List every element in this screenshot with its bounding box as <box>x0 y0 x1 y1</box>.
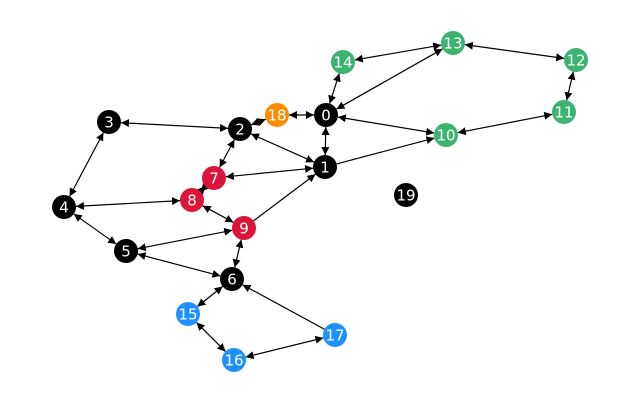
node-6: 6 <box>220 267 244 291</box>
node-label-18: 18 <box>267 107 286 125</box>
node-label-5: 5 <box>121 243 131 261</box>
node-label-0: 0 <box>321 107 331 125</box>
node-19: 19 <box>394 183 418 207</box>
node-16: 16 <box>222 348 246 372</box>
edge-14-13 <box>354 42 442 63</box>
edge-16-17 <box>245 335 324 360</box>
node-label-6: 6 <box>227 271 237 289</box>
edge-0-10 <box>337 114 435 136</box>
node-label-13: 13 <box>443 35 462 53</box>
node-circle-5 <box>114 239 138 263</box>
node-label-10: 10 <box>436 127 455 145</box>
edge-9-5 <box>137 227 233 252</box>
node-label-11: 11 <box>554 104 573 122</box>
node-circle-1 <box>313 155 337 179</box>
node-10: 10 <box>434 123 458 147</box>
node-label-8: 8 <box>187 192 197 210</box>
edge-11-10 <box>457 111 553 136</box>
edge-2-7 <box>219 139 235 168</box>
edge-15-16 <box>196 322 226 352</box>
node-circle-19 <box>394 183 418 207</box>
node-0: 0 <box>314 103 338 127</box>
edge-9-6 <box>232 239 244 268</box>
node-circle-4 <box>52 195 76 219</box>
node-label-1: 1 <box>320 159 330 177</box>
edge-4-5 <box>73 213 117 245</box>
node-circle-6 <box>220 267 244 291</box>
node-circle-8 <box>180 188 204 212</box>
node-circle-10 <box>434 123 458 147</box>
edge-1-7 <box>225 164 314 181</box>
node-1: 1 <box>313 155 337 179</box>
edge-5-6 <box>137 252 221 278</box>
edge-8-9 <box>202 205 234 223</box>
node-18: 18 <box>265 103 289 127</box>
node-label-12: 12 <box>566 52 585 70</box>
edge-12-11 <box>564 71 576 101</box>
node-label-14: 14 <box>333 54 352 72</box>
node-circle-2 <box>228 117 252 141</box>
edge-0-14 <box>328 73 341 104</box>
node-label-4: 4 <box>59 199 69 217</box>
edge-3-2 <box>120 119 229 132</box>
edge-1-10 <box>336 136 435 165</box>
edge-2-1 <box>250 133 315 163</box>
node-label-16: 16 <box>224 352 243 370</box>
edge-18-2 <box>251 118 266 126</box>
node-3: 3 <box>97 110 121 134</box>
node-14: 14 <box>331 50 355 74</box>
edge-0-1 <box>321 126 330 156</box>
edge-6-15 <box>197 286 223 307</box>
node-label-2: 2 <box>235 121 245 139</box>
edge-8-4 <box>75 197 181 210</box>
node-circle-11 <box>552 100 576 124</box>
node-circle-17 <box>323 323 347 347</box>
node-circle-12 <box>564 48 588 72</box>
node-13: 13 <box>441 31 465 55</box>
edges-layer <box>69 41 576 360</box>
node-7: 7 <box>202 166 226 190</box>
node-label-3: 3 <box>104 114 114 132</box>
node-label-19: 19 <box>396 187 415 205</box>
node-circle-13 <box>441 31 465 55</box>
node-label-7: 7 <box>209 170 219 188</box>
node-15: 15 <box>176 302 200 326</box>
edge-9-1 <box>253 173 316 222</box>
node-circle-0 <box>314 103 338 127</box>
node-circle-18 <box>265 103 289 127</box>
edge-3-4 <box>69 132 104 197</box>
node-9: 9 <box>232 216 256 240</box>
node-8: 8 <box>180 188 204 212</box>
edge-17-6 <box>242 284 325 330</box>
node-circle-3 <box>97 110 121 134</box>
node-17: 17 <box>323 323 347 347</box>
node-11: 11 <box>552 100 576 124</box>
node-label-17: 17 <box>325 327 344 345</box>
node-circle-15 <box>176 302 200 326</box>
node-4: 4 <box>52 195 76 219</box>
node-circle-16 <box>222 348 246 372</box>
node-circle-7 <box>202 166 226 190</box>
node-2: 2 <box>228 117 252 141</box>
edge-7-8 <box>197 183 209 195</box>
node-12: 12 <box>564 48 588 72</box>
node-label-15: 15 <box>178 306 197 324</box>
node-label-9: 9 <box>239 220 249 238</box>
edge-13-12 <box>464 41 565 62</box>
node-circle-14 <box>331 50 355 74</box>
node-circle-9 <box>232 216 256 240</box>
node-5: 5 <box>114 239 138 263</box>
